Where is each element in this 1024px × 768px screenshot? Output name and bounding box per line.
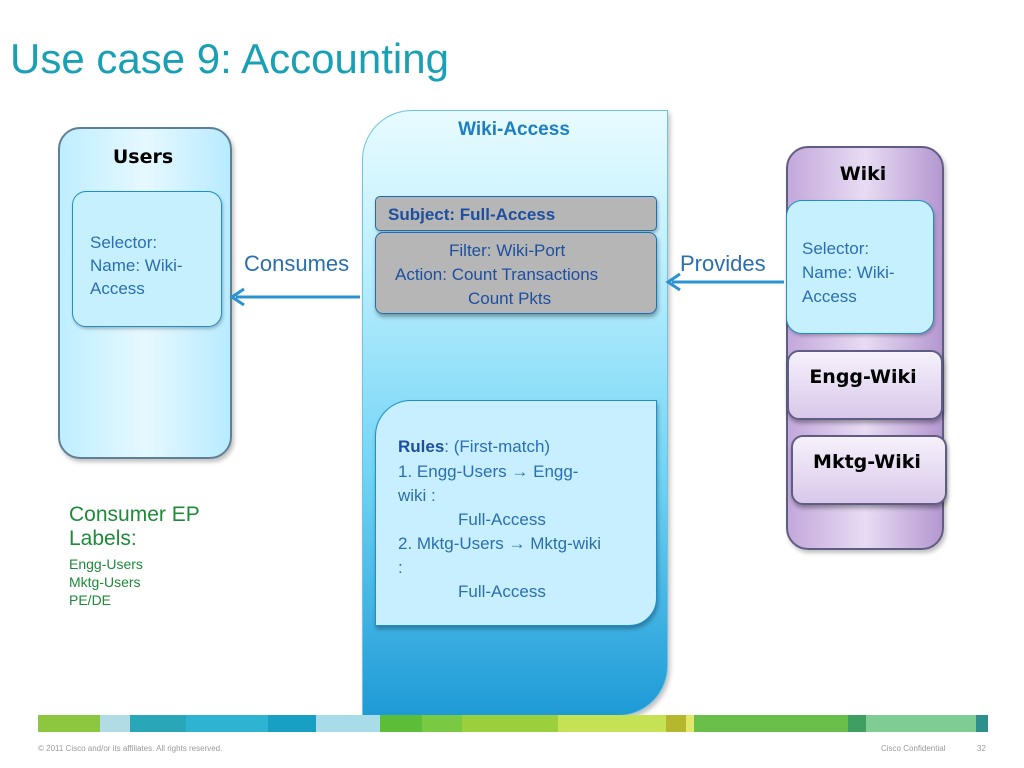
users-title: Users <box>112 146 174 168</box>
filter-box <box>375 232 657 314</box>
filter-line-3: Count Pkts <box>468 289 552 308</box>
engg-wiki-label: Engg-Wiki <box>809 366 917 388</box>
footer-confidential: Cisco Confidential <box>881 744 946 753</box>
provides-arrowhead <box>665 272 681 292</box>
consumer-labels-title-line-2: Labels: <box>69 527 137 550</box>
subject-box <box>375 196 657 231</box>
filter-line-2: Action: Count Transactions <box>395 265 599 284</box>
wiki-selector-line-1: Selector: <box>802 239 870 258</box>
mktg-wiki-box <box>791 435 947 505</box>
consumes-arrowhead <box>229 287 245 307</box>
consumes-label: Consumes <box>244 251 350 276</box>
consumer-label-item: Mktg-Users <box>69 574 141 590</box>
rule-line-2: wiki : <box>398 486 436 505</box>
wiki-selector-line-3: Access <box>802 287 857 306</box>
subject-label: Subject: Full-Access <box>388 205 556 224</box>
users-selector-line-3: Access <box>90 279 145 298</box>
wiki-access-title: Wiki-Access <box>458 119 570 140</box>
users-selector-box <box>72 191 222 327</box>
rules-box <box>375 400 657 626</box>
wiki-title: Wiki <box>839 163 887 185</box>
rule-line-4: 2. Mktg-Users → Mktg-wiki <box>398 534 602 553</box>
footer-copyright: © 2011 Cisco and/or its affiliates. All … <box>38 744 223 753</box>
consumer-label-item: PE/DE <box>69 592 112 608</box>
slide-title: Use case 9: Accounting <box>10 35 449 82</box>
rule-line-6: Full-Access <box>458 582 546 601</box>
rules-heading-bold: Rules <box>398 437 445 456</box>
users-selector-line-2: Name: Wiki- <box>90 256 183 275</box>
users-selector-line-1: Selector: <box>90 233 158 252</box>
mktg-wiki-label: Mktg-Wiki <box>813 451 921 473</box>
engg-wiki-box <box>787 350 943 420</box>
wiki-selector-line-2: Name: Wiki- <box>802 263 895 282</box>
footer-color-strip <box>38 715 988 732</box>
consumer-label-item: Engg-Users <box>69 556 143 572</box>
filter-line-1: Filter: Wiki-Port <box>449 241 566 260</box>
footer-page-number: 32 <box>977 744 986 753</box>
rule-line-3: Full-Access <box>458 510 546 529</box>
rules-heading: Rules: (First-match) <box>398 438 550 455</box>
rules-heading-suffix: : (First-match) <box>444 437 551 456</box>
provides-label: Provides <box>680 251 766 276</box>
rule-line-1: 1. Engg-Users → Engg- <box>398 462 579 481</box>
wiki-selector-box <box>786 200 934 334</box>
consumer-labels-title: Consumer EP Labels: <box>69 503 200 551</box>
consumer-labels-title-line-1: Consumer EP <box>69 503 200 526</box>
rule-line-5: : <box>398 558 403 577</box>
